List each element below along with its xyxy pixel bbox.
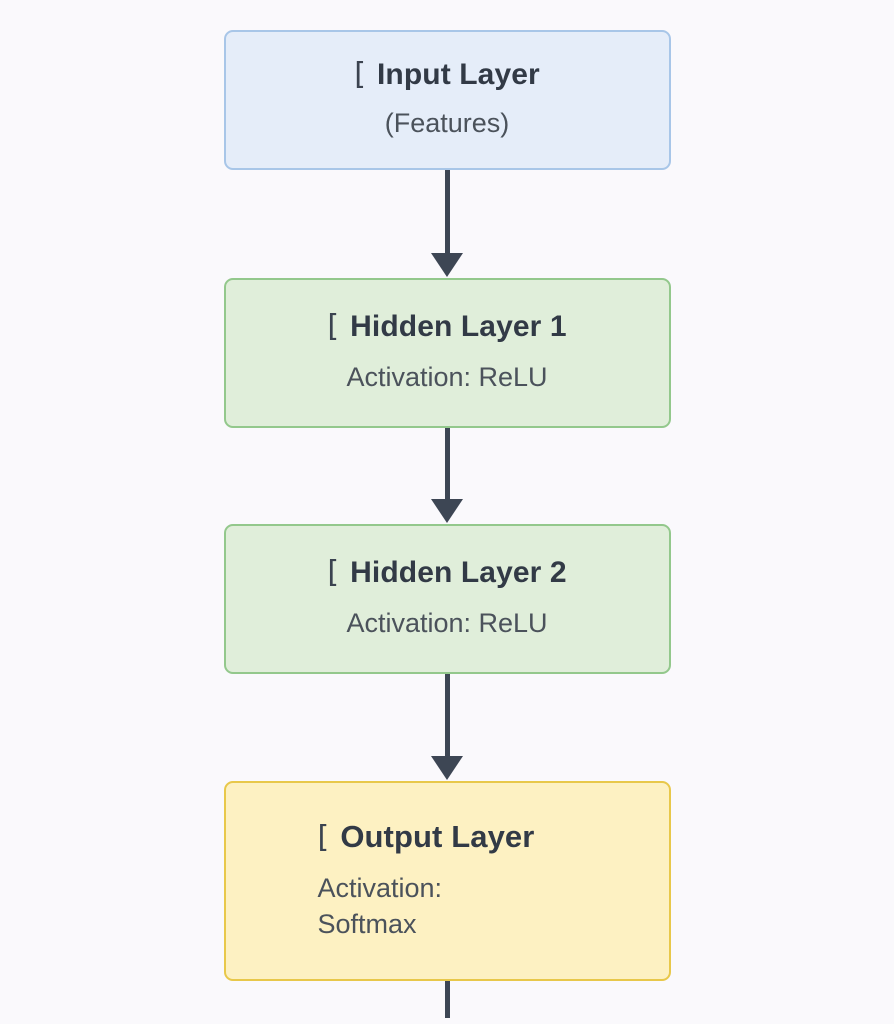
node-output-layer-subtitle: Activation: Softmax (317, 873, 443, 940)
node-hidden-layer-1-title-text: Hidden Layer 1 (350, 309, 567, 343)
arrow-stem (444, 674, 450, 757)
node-output-layer-title: [ Output Layer (318, 819, 535, 856)
node-hidden-layer-1-subtitle: Activation: ReLU (346, 362, 548, 393)
arrow-output-to-next-cropped (427, 981, 467, 1018)
missing-glyph-icon: [ (327, 308, 340, 344)
missing-glyph-icon: [ (327, 554, 340, 590)
arrow-head-icon (431, 499, 463, 523)
arrow-head-icon (431, 253, 463, 277)
node-input-layer-title-text: Input Layer (377, 58, 540, 92)
node-hidden-layer-2-subtitle: Activation: ReLU (346, 608, 548, 639)
arrow-input-to-hidden1 (427, 170, 467, 278)
node-hidden-layer-2[interactable]: [ Hidden Layer 2 Activation: ReLU (223, 524, 671, 674)
node-hidden-layer-1-title: [ Hidden Layer 1 (327, 308, 567, 345)
arrow-hidden1-to-hidden2 (427, 428, 467, 524)
arrow-stem (444, 170, 450, 254)
arrow-stem (444, 428, 450, 500)
node-input-layer[interactable]: [ Input Layer (Features) (223, 30, 671, 170)
node-hidden-layer-2-title: [ Hidden Layer 2 (327, 554, 567, 591)
missing-glyph-icon: [ (317, 819, 330, 855)
missing-glyph-icon: [ (354, 57, 366, 93)
arrow-stem (444, 981, 450, 1018)
node-input-layer-title: [ Input Layer (354, 58, 540, 93)
node-hidden-layer-1[interactable]: [ Hidden Layer 1 Activation: ReLU (223, 278, 671, 428)
arrow-hidden2-to-output (427, 674, 467, 781)
node-output-layer[interactable]: [ Output Layer Activation: Softmax (223, 781, 671, 981)
node-input-layer-subtitle: (Features) (384, 107, 510, 138)
node-output-layer-title-text: Output Layer (340, 818, 535, 854)
arrow-head-icon (431, 756, 463, 780)
node-hidden-layer-2-title-text: Hidden Layer 2 (350, 555, 567, 589)
